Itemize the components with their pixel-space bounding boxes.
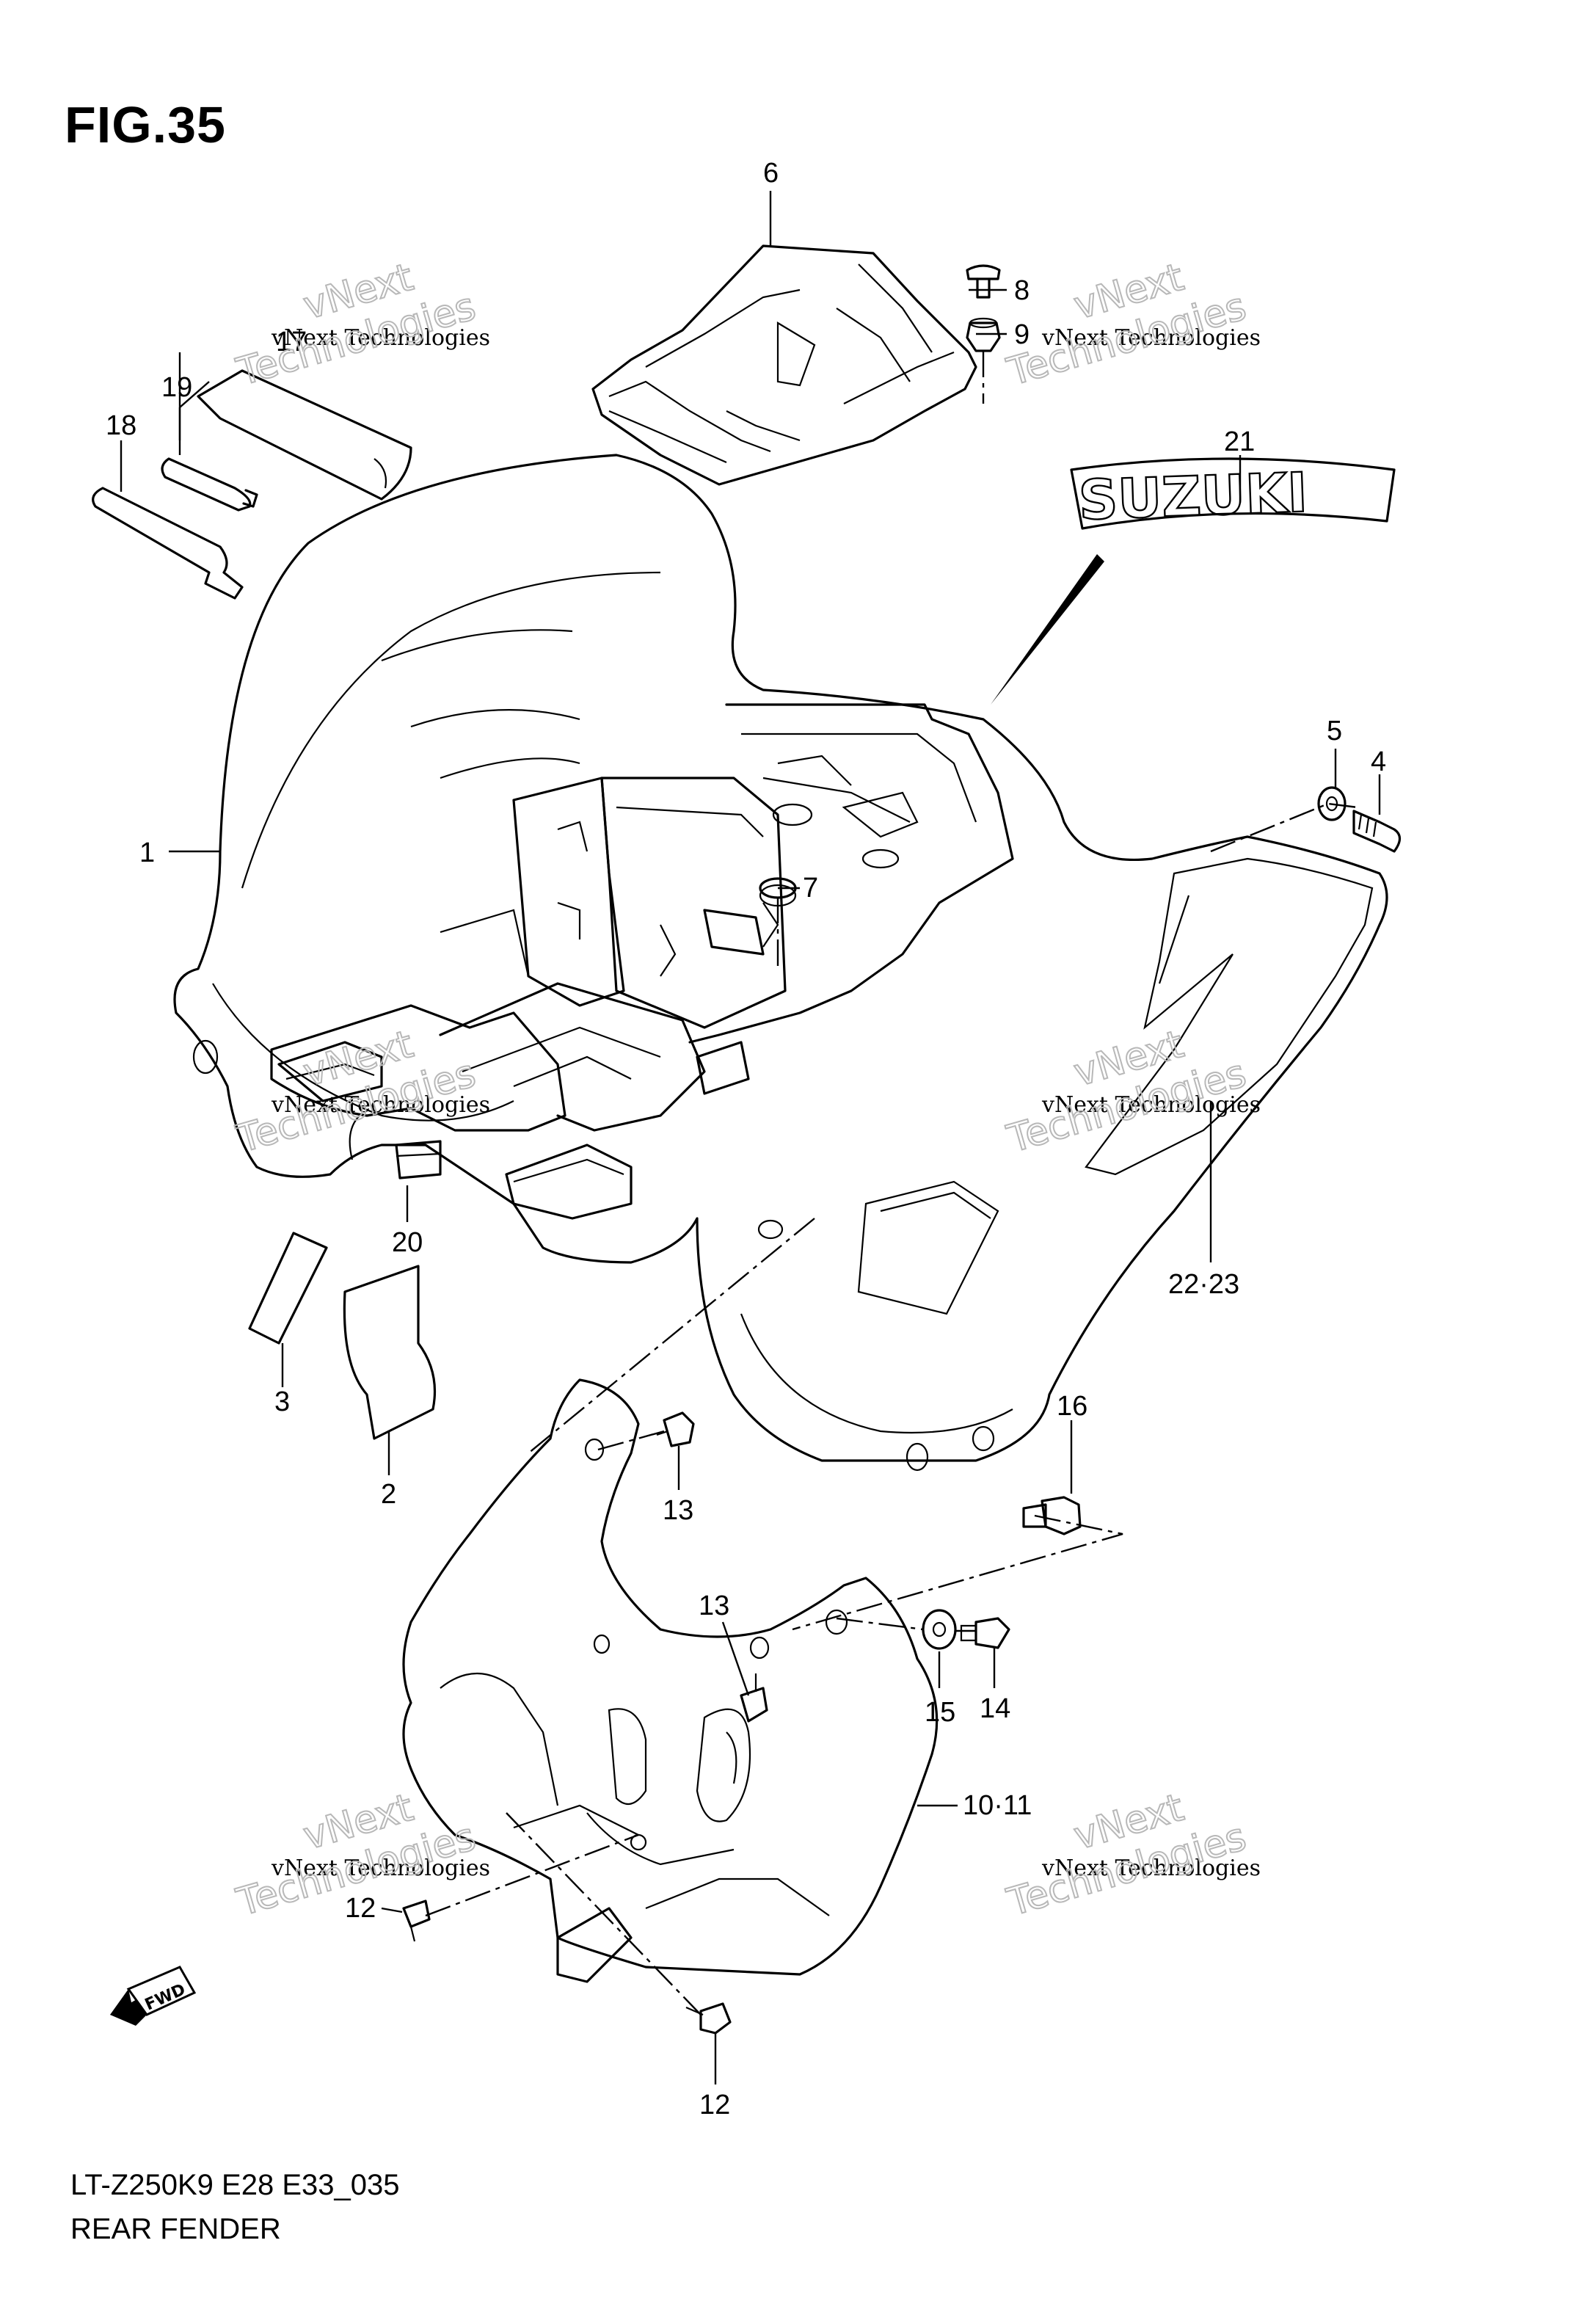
assembly-line-12 (425, 1833, 639, 1917)
part-14-bolt (960, 1617, 1010, 1649)
callout-1: 1 (139, 837, 155, 868)
watermark: vNext Technologies vNext Technologies (1002, 1785, 1261, 1926)
part-3-foam-pad (248, 1232, 328, 1345)
assembly-line-14-15 (836, 1617, 976, 1632)
callout-9: 9 (1014, 319, 1030, 350)
assembly-line-16 (792, 1514, 1123, 1631)
part-1-rear-fender (173, 454, 1388, 1472)
svg-text:vNext Technologies: vNext Technologies (271, 325, 490, 351)
callout-21: 21 (1224, 426, 1255, 457)
fwd-arrow-icon: FWD (110, 1966, 197, 2026)
part-15-washer (922, 1609, 957, 1650)
assembly-line-13 (597, 1430, 665, 1451)
part-12-screw-bottom (685, 2002, 732, 2035)
part-5-washer (1317, 786, 1347, 821)
part-19-spark-plug-wrench (161, 457, 258, 512)
part-22-23-side-decal (857, 857, 1374, 1315)
under-seat-tray (270, 703, 1014, 1220)
part-13-screw-lower (740, 1673, 768, 1723)
part-18-wrench (92, 487, 244, 600)
decal-text: SUZUKI (1077, 461, 1308, 532)
svg-text:vNext Technologies: vNext Technologies (1041, 1855, 1261, 1881)
callout-13-lower: 13 (699, 1591, 729, 1621)
assembly-line-4-5 (1210, 802, 1358, 853)
assembly-line-12b (506, 1812, 702, 2015)
callout-19: 19 (161, 372, 192, 403)
part-13-screw-upper (656, 1411, 695, 1447)
callout-22-23: 22·23 (1168, 1269, 1239, 1300)
part-21-suzuki-decal: SUZUKI (1070, 457, 1396, 534)
svg-text:vNext Technologies: vNext Technologies (1041, 1092, 1261, 1118)
callout-15: 15 (925, 1697, 955, 1728)
svg-text:vNext Technologies: vNext Technologies (1041, 325, 1261, 351)
callout-13-upper: 13 (663, 1495, 693, 1526)
part-6-storage-cover (591, 244, 977, 486)
decal-position-arrow (991, 554, 1104, 705)
part-10-11-mud-guard (402, 1378, 939, 1983)
watermark: vNext Technologies vNext Technologies (1002, 1022, 1261, 1163)
part-16-bolt (1022, 1496, 1082, 1535)
leader-lines (120, 191, 1381, 2084)
watermark: vNext Technologies vNext Technologies (231, 1022, 490, 1163)
part-2-heat-shield (343, 1265, 437, 1440)
svg-text:vNext Technologies: vNext Technologies (271, 1092, 490, 1118)
callout-2: 2 (381, 1479, 396, 1510)
callout-20: 20 (392, 1227, 423, 1258)
callout-7: 7 (803, 873, 818, 904)
svg-text:vNext Technologies: vNext Technologies (271, 1855, 490, 1881)
callout-18: 18 (106, 410, 136, 441)
part-12-screw-left (402, 1900, 431, 1942)
diagram-name-caption: REAR FENDER (70, 2213, 281, 2245)
part-20-pad (395, 1140, 442, 1179)
watermark: vNext Technologies vNext Technologies (231, 255, 490, 396)
callout-8: 8 (1014, 275, 1030, 306)
part-8-screw (966, 264, 1001, 299)
callout-12-bottom: 12 (699, 2090, 730, 2120)
callout-12-left: 12 (345, 1893, 376, 1924)
callout-16: 16 (1057, 1391, 1087, 1422)
callout-17: 17 (276, 327, 307, 357)
callout-3: 3 (274, 1386, 290, 1417)
part-17-tool-bag (197, 369, 412, 501)
part-4-bolt (1352, 810, 1402, 853)
figure-title: FIG.35 (65, 96, 226, 153)
part-9-nut (966, 317, 1001, 352)
callout-14: 14 (980, 1693, 1010, 1724)
callout-5: 5 (1327, 716, 1342, 746)
callout-4: 4 (1371, 746, 1386, 777)
model-code-caption: LT-Z250K9 E28 E33_035 (70, 2169, 400, 2201)
callout-6: 6 (763, 158, 779, 189)
assembly-line-guard (528, 1218, 815, 1454)
callout-labels: 1 2 3 4 5 6 7 8 9 10·11 12 12 13 13 14 1… (106, 158, 1386, 2120)
watermark: vNext Technologies vNext Technologies (1002, 255, 1261, 396)
callout-10-11: 10·11 (963, 1790, 1032, 1821)
